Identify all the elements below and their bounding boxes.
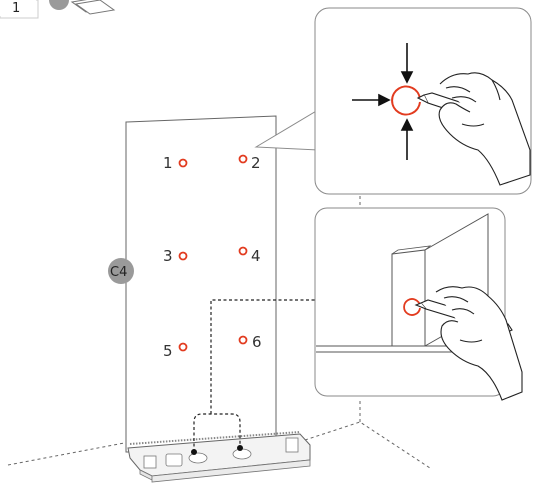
hand-with-pencil-icon xyxy=(416,72,531,186)
hole-1-mark xyxy=(178,158,188,168)
step-number: 1 xyxy=(12,1,20,16)
small-parts-icon xyxy=(70,0,116,15)
panel-label: C4 xyxy=(110,265,127,280)
detail-mark-center xyxy=(314,7,532,195)
hole-2-mark xyxy=(238,154,248,164)
hole-6-mark xyxy=(238,335,248,345)
hole-label-4: 4 xyxy=(251,247,261,265)
hole-5-mark xyxy=(178,342,188,352)
hole-3-mark xyxy=(178,251,188,261)
mark-circle xyxy=(403,298,421,316)
connector-icon xyxy=(165,453,183,467)
hole-4-mark xyxy=(238,246,248,256)
panel-c4 xyxy=(125,115,316,483)
arrow-icon xyxy=(352,43,414,160)
hole-label-1: 1 xyxy=(163,154,173,172)
detail-mark-inside xyxy=(314,207,523,401)
panel-label-badge: C4 xyxy=(108,258,134,284)
hole-markers: 1 2 3 4 5 6 xyxy=(163,154,262,360)
step-circle xyxy=(49,0,69,10)
connector-icon xyxy=(285,437,299,453)
hole-label-3: 3 xyxy=(163,247,173,265)
hole-label-5: 5 xyxy=(163,342,173,360)
step-indicator: 1 xyxy=(0,0,116,19)
connector-icon xyxy=(143,455,157,469)
hole-label-2: 2 xyxy=(251,154,261,172)
hole-label-6: 6 xyxy=(252,333,262,351)
hand-with-pencil-icon xyxy=(414,286,523,401)
mark-circle xyxy=(391,85,421,116)
